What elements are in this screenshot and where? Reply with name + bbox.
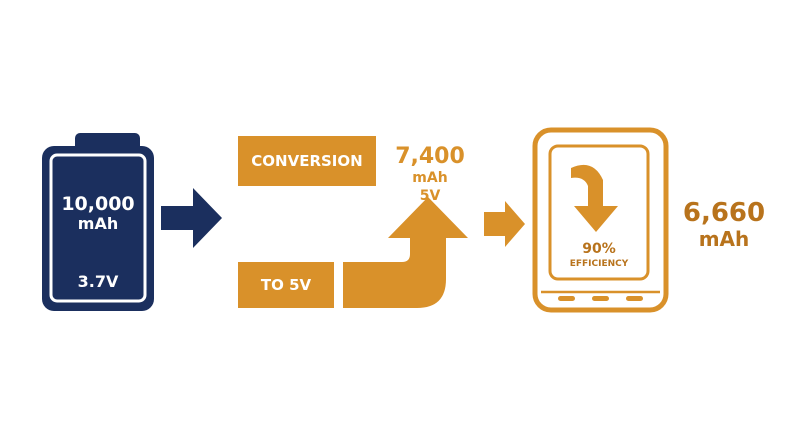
efficiency-label: EFFICIENCY	[569, 259, 629, 269]
conversion-box	[238, 136, 376, 186]
converted-unit: mAh	[412, 170, 448, 186]
battery-icon	[42, 133, 154, 311]
curved-down-arrow-icon	[571, 164, 618, 232]
bent-arrow-icon	[343, 197, 468, 308]
conversion-label: CONVERSION	[251, 152, 363, 170]
arrow-right-icon	[161, 188, 222, 248]
battery-voltage: 3.7V	[77, 272, 119, 291]
to-5v-box	[238, 262, 334, 308]
output-capacity: 6,660	[682, 198, 766, 228]
converted-voltage: 5V	[419, 188, 441, 204]
converted-capacity: 7,400	[395, 144, 465, 169]
arrow-right-small-icon	[484, 201, 525, 247]
output-unit: mAh	[698, 227, 750, 251]
to-5v-label: TO 5V	[260, 276, 312, 294]
power-bank-icon	[532, 127, 669, 313]
battery-unit: mAh	[77, 214, 119, 233]
battery-capacity: 10,000	[61, 193, 135, 215]
efficiency-value: 90%	[582, 241, 616, 257]
